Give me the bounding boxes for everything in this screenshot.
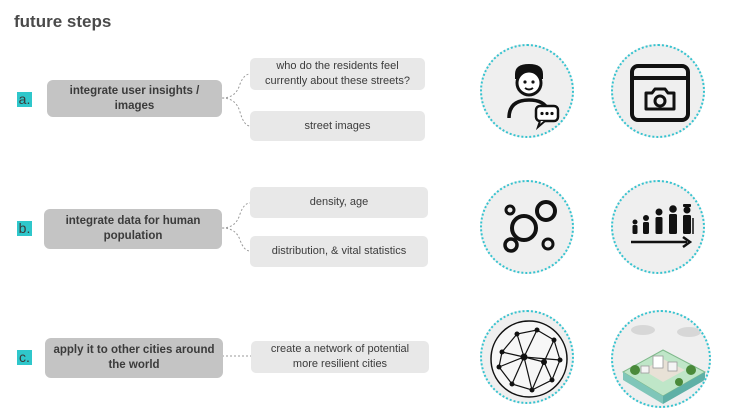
step-c-marker: c.: [17, 350, 32, 365]
step-c-sub-network: create a network of potential more resil…: [251, 341, 429, 373]
step-c-main-box: apply it to other cities around the worl…: [45, 338, 223, 378]
step-b-marker: b.: [17, 220, 32, 236]
step-a-main-box: integrate user insights / images: [47, 80, 222, 117]
resident-feedback-icon: [480, 44, 574, 138]
city-network-globe-icon: [480, 310, 574, 404]
age-progression-icon: [611, 180, 705, 274]
camera-browser-icon: [611, 44, 705, 138]
page-title: future steps: [14, 12, 112, 31]
step-b-main-box: integrate data for human population: [44, 209, 222, 249]
step-a-sub-street-images: street images: [250, 111, 425, 141]
step-a-marker: a.: [17, 91, 32, 107]
density-circles-icon: [480, 180, 574, 274]
isometric-city-icon: [611, 310, 711, 408]
step-a-sub-residents: who do the residents feel currently abou…: [250, 58, 425, 90]
step-b-sub-distribution: distribution, & vital statistics: [250, 236, 428, 267]
step-b-sub-density: density, age: [250, 187, 428, 218]
